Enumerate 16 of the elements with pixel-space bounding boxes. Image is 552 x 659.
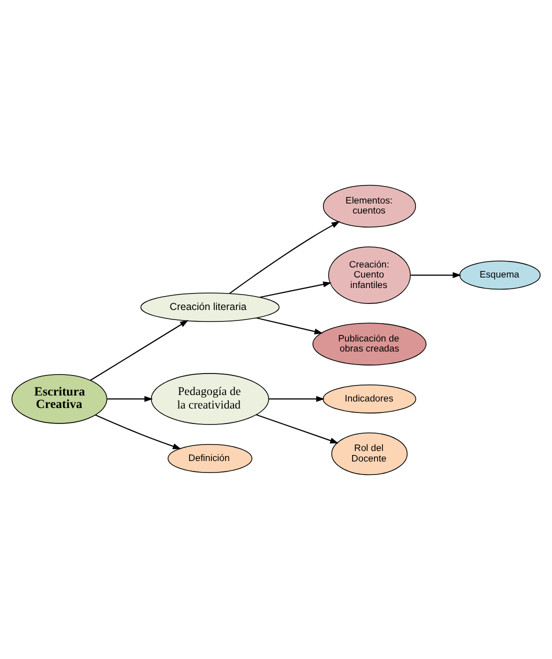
- arrow: [256, 316, 323, 334]
- node-ellipse: Indicadores: [322, 384, 416, 413]
- arrow: [268, 396, 325, 402]
- arrow: [95, 414, 182, 449]
- node-ellipse: Creación literaria: [140, 292, 280, 322]
- node-ellipse: Pedagogía de la creatividad: [150, 372, 270, 424]
- node-ellipse: Creación: Cuento infantiles: [328, 246, 411, 304]
- node-ellipse: Esquema: [459, 260, 541, 290]
- arrow: [256, 414, 339, 443]
- arrow: [410, 272, 462, 278]
- node-ellipse: Rol del Docente: [331, 432, 408, 475]
- arrow: [107, 396, 153, 402]
- node-ellipse: Escritura Creativa: [11, 374, 108, 424]
- arrow: [90, 320, 188, 380]
- arrow: [260, 280, 332, 298]
- arrow: [229, 220, 340, 294]
